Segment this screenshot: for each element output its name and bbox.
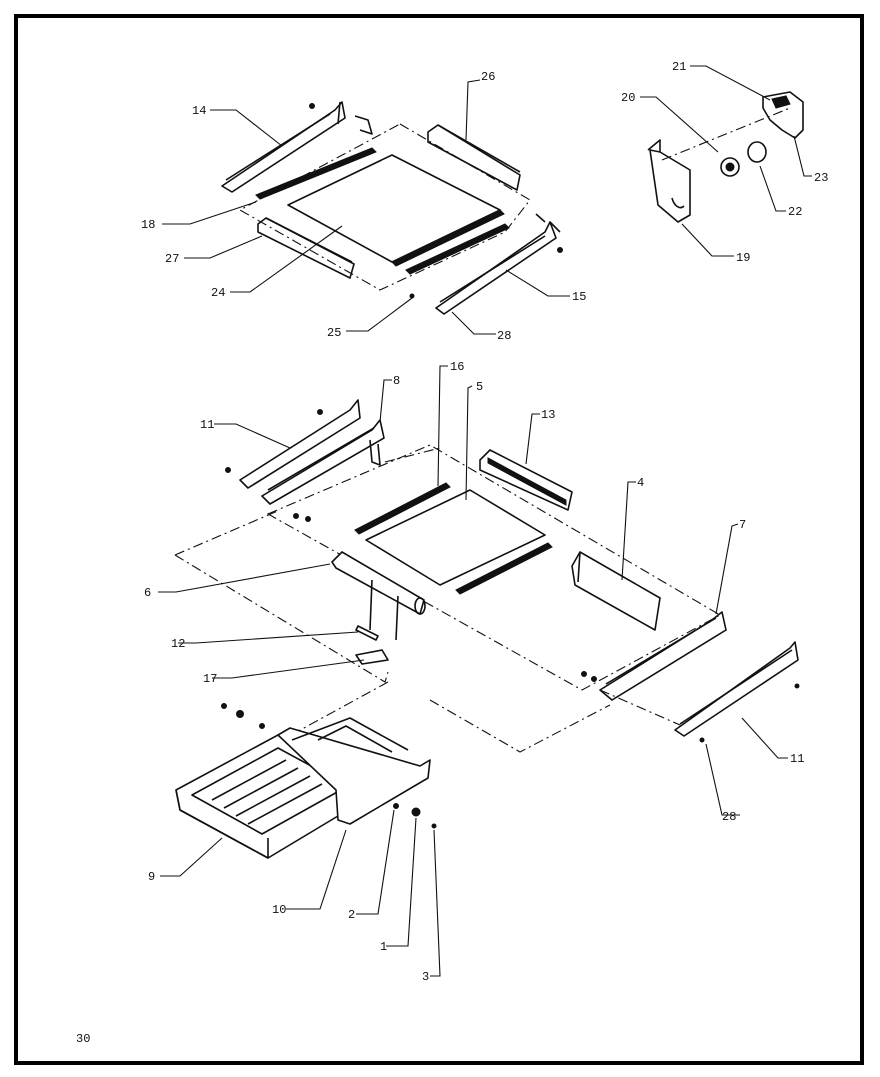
callout-9: 9	[148, 870, 155, 884]
callout-24: 24	[211, 286, 225, 300]
bracket-roller-assembly	[647, 91, 804, 223]
upper-shelf-assembly	[221, 101, 563, 315]
callout-21: 21	[672, 60, 686, 74]
callout-11-upper: 11	[200, 418, 214, 432]
callout-12: 12	[171, 637, 185, 651]
page-number: 30	[76, 1032, 90, 1046]
lower-shelf-assembly	[174, 399, 800, 859]
callout-28-lower: 28	[722, 810, 736, 824]
callout-10: 10	[272, 903, 286, 917]
callout-18: 18	[141, 218, 155, 232]
callout-26: 26	[481, 70, 495, 84]
leader-lines	[158, 65, 812, 977]
callout-20: 20	[621, 91, 635, 105]
callout-2: 2	[348, 908, 355, 922]
callout-27: 27	[165, 252, 179, 266]
callout-8: 8	[393, 374, 400, 388]
callout-17: 17	[203, 672, 217, 686]
callout-15: 15	[572, 290, 586, 304]
callout-7: 7	[739, 518, 746, 532]
callout-16: 16	[450, 360, 464, 374]
callout-6: 6	[144, 586, 151, 600]
callout-4: 4	[637, 476, 644, 490]
callout-23: 23	[814, 171, 828, 185]
callout-25: 25	[327, 326, 341, 340]
callout-11-lower: 11	[790, 752, 804, 766]
callout-5: 5	[476, 380, 483, 394]
callout-1: 1	[380, 940, 387, 954]
callout-3: 3	[422, 970, 429, 984]
callout-28-upper: 28	[497, 329, 511, 343]
callout-14: 14	[192, 104, 206, 118]
callout-19: 19	[736, 251, 750, 265]
callout-22: 22	[788, 205, 802, 219]
callout-13: 13	[541, 408, 555, 422]
part-callouts: 14 26 18 27 24 25 28 15 21 20 23 22 19 1…	[141, 60, 828, 984]
